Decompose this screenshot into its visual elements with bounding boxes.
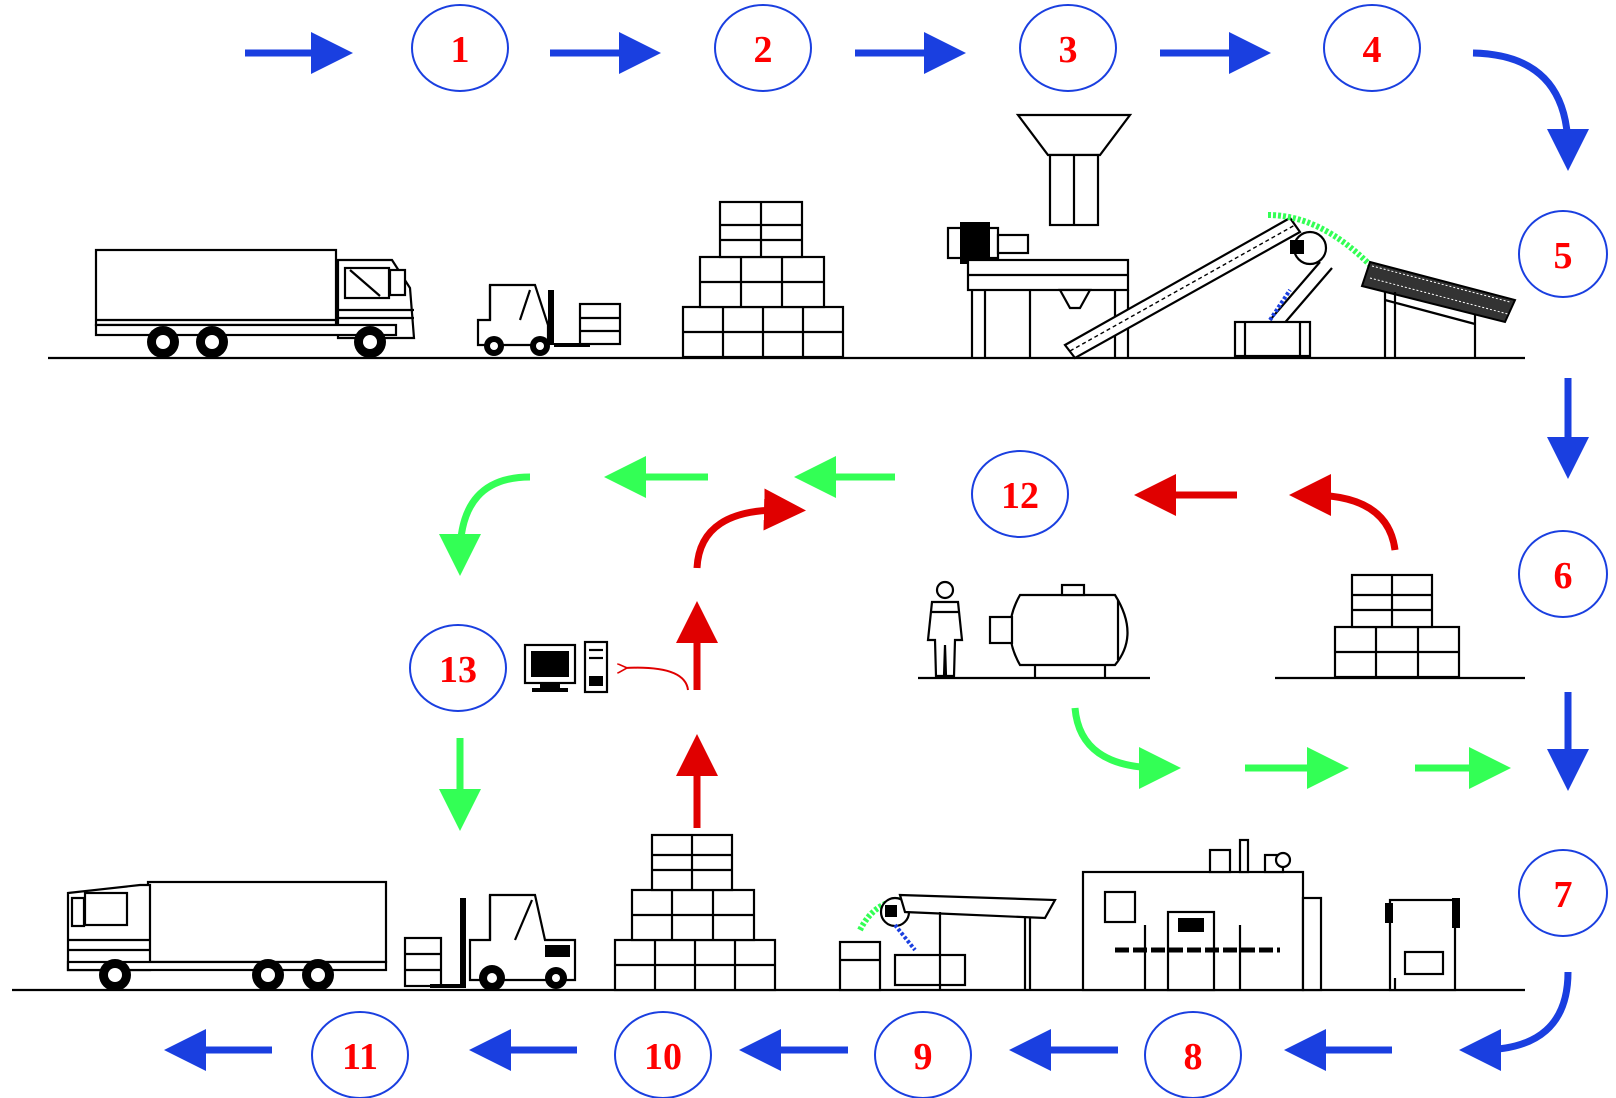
worker-icon — [926, 580, 964, 678]
step-10-label: 10 — [644, 1036, 682, 1078]
crate-stack-bottom-icon — [613, 833, 777, 992]
step-12-label: 12 — [1001, 475, 1039, 517]
step-9-label: 9 — [914, 1036, 933, 1078]
step-13-label: 13 — [439, 649, 477, 691]
washing-conveyor-icon — [838, 893, 1057, 992]
step-9: 9 — [874, 1011, 972, 1098]
main-flow-arrows — [164, 32, 1589, 1071]
step-7-label: 7 — [1554, 874, 1573, 916]
forklift-bottom-icon — [403, 893, 577, 991]
green-arrow-to-step-13 — [439, 473, 531, 576]
step-1-label: 1 — [451, 29, 470, 71]
return-flow-arrows — [625, 474, 1399, 828]
step-3-label: 3 — [1059, 29, 1078, 71]
step-3: 3 — [1019, 4, 1117, 92]
step-10: 10 — [614, 1011, 712, 1098]
step-11-label: 11 — [342, 1036, 378, 1078]
step-2: 2 — [714, 4, 812, 92]
step-12: 12 — [971, 450, 1069, 538]
step-11: 11 — [311, 1011, 409, 1098]
step-8-label: 8 — [1184, 1036, 1203, 1078]
arrow-step-7-to-8 — [1459, 971, 1572, 1071]
step-2-label: 2 — [754, 29, 773, 71]
delivery-truck-icon — [94, 248, 416, 358]
arrow-step-4-to-5 — [1472, 49, 1589, 171]
packing-machine-icon — [1385, 898, 1460, 992]
inclined-conveyor-icon — [1063, 212, 1373, 360]
step-6: 6 — [1518, 530, 1608, 618]
step-4: 4 — [1323, 4, 1421, 92]
storage-tank-icon — [988, 583, 1129, 678]
red-arrow-crates-up — [1289, 474, 1399, 551]
forklift-icon — [476, 283, 622, 356]
step-5: 5 — [1518, 210, 1608, 298]
red-arrow-curve-right — [693, 488, 806, 569]
step-4-label: 4 — [1363, 29, 1382, 71]
computer-icon — [523, 640, 609, 694]
secondary-flow-arrows — [439, 456, 1511, 831]
step-7: 7 — [1518, 849, 1608, 937]
drum-sorter-icon — [1360, 260, 1517, 358]
crate-stack-icon — [681, 200, 845, 359]
step-6-label: 6 — [1554, 555, 1573, 597]
step-1: 1 — [411, 4, 509, 92]
green-arrow-tank-out — [1071, 707, 1181, 789]
crate-stack-middle-icon — [1333, 573, 1461, 679]
shipping-truck-icon — [66, 880, 388, 991]
hopper-press-machine-icon — [946, 113, 1133, 358]
processing-machine-icon — [1081, 838, 1323, 992]
step-13: 13 — [409, 624, 507, 712]
red-arrow-to-computer — [625, 668, 689, 691]
step-5-label: 5 — [1554, 235, 1573, 277]
step-8: 8 — [1144, 1011, 1242, 1098]
